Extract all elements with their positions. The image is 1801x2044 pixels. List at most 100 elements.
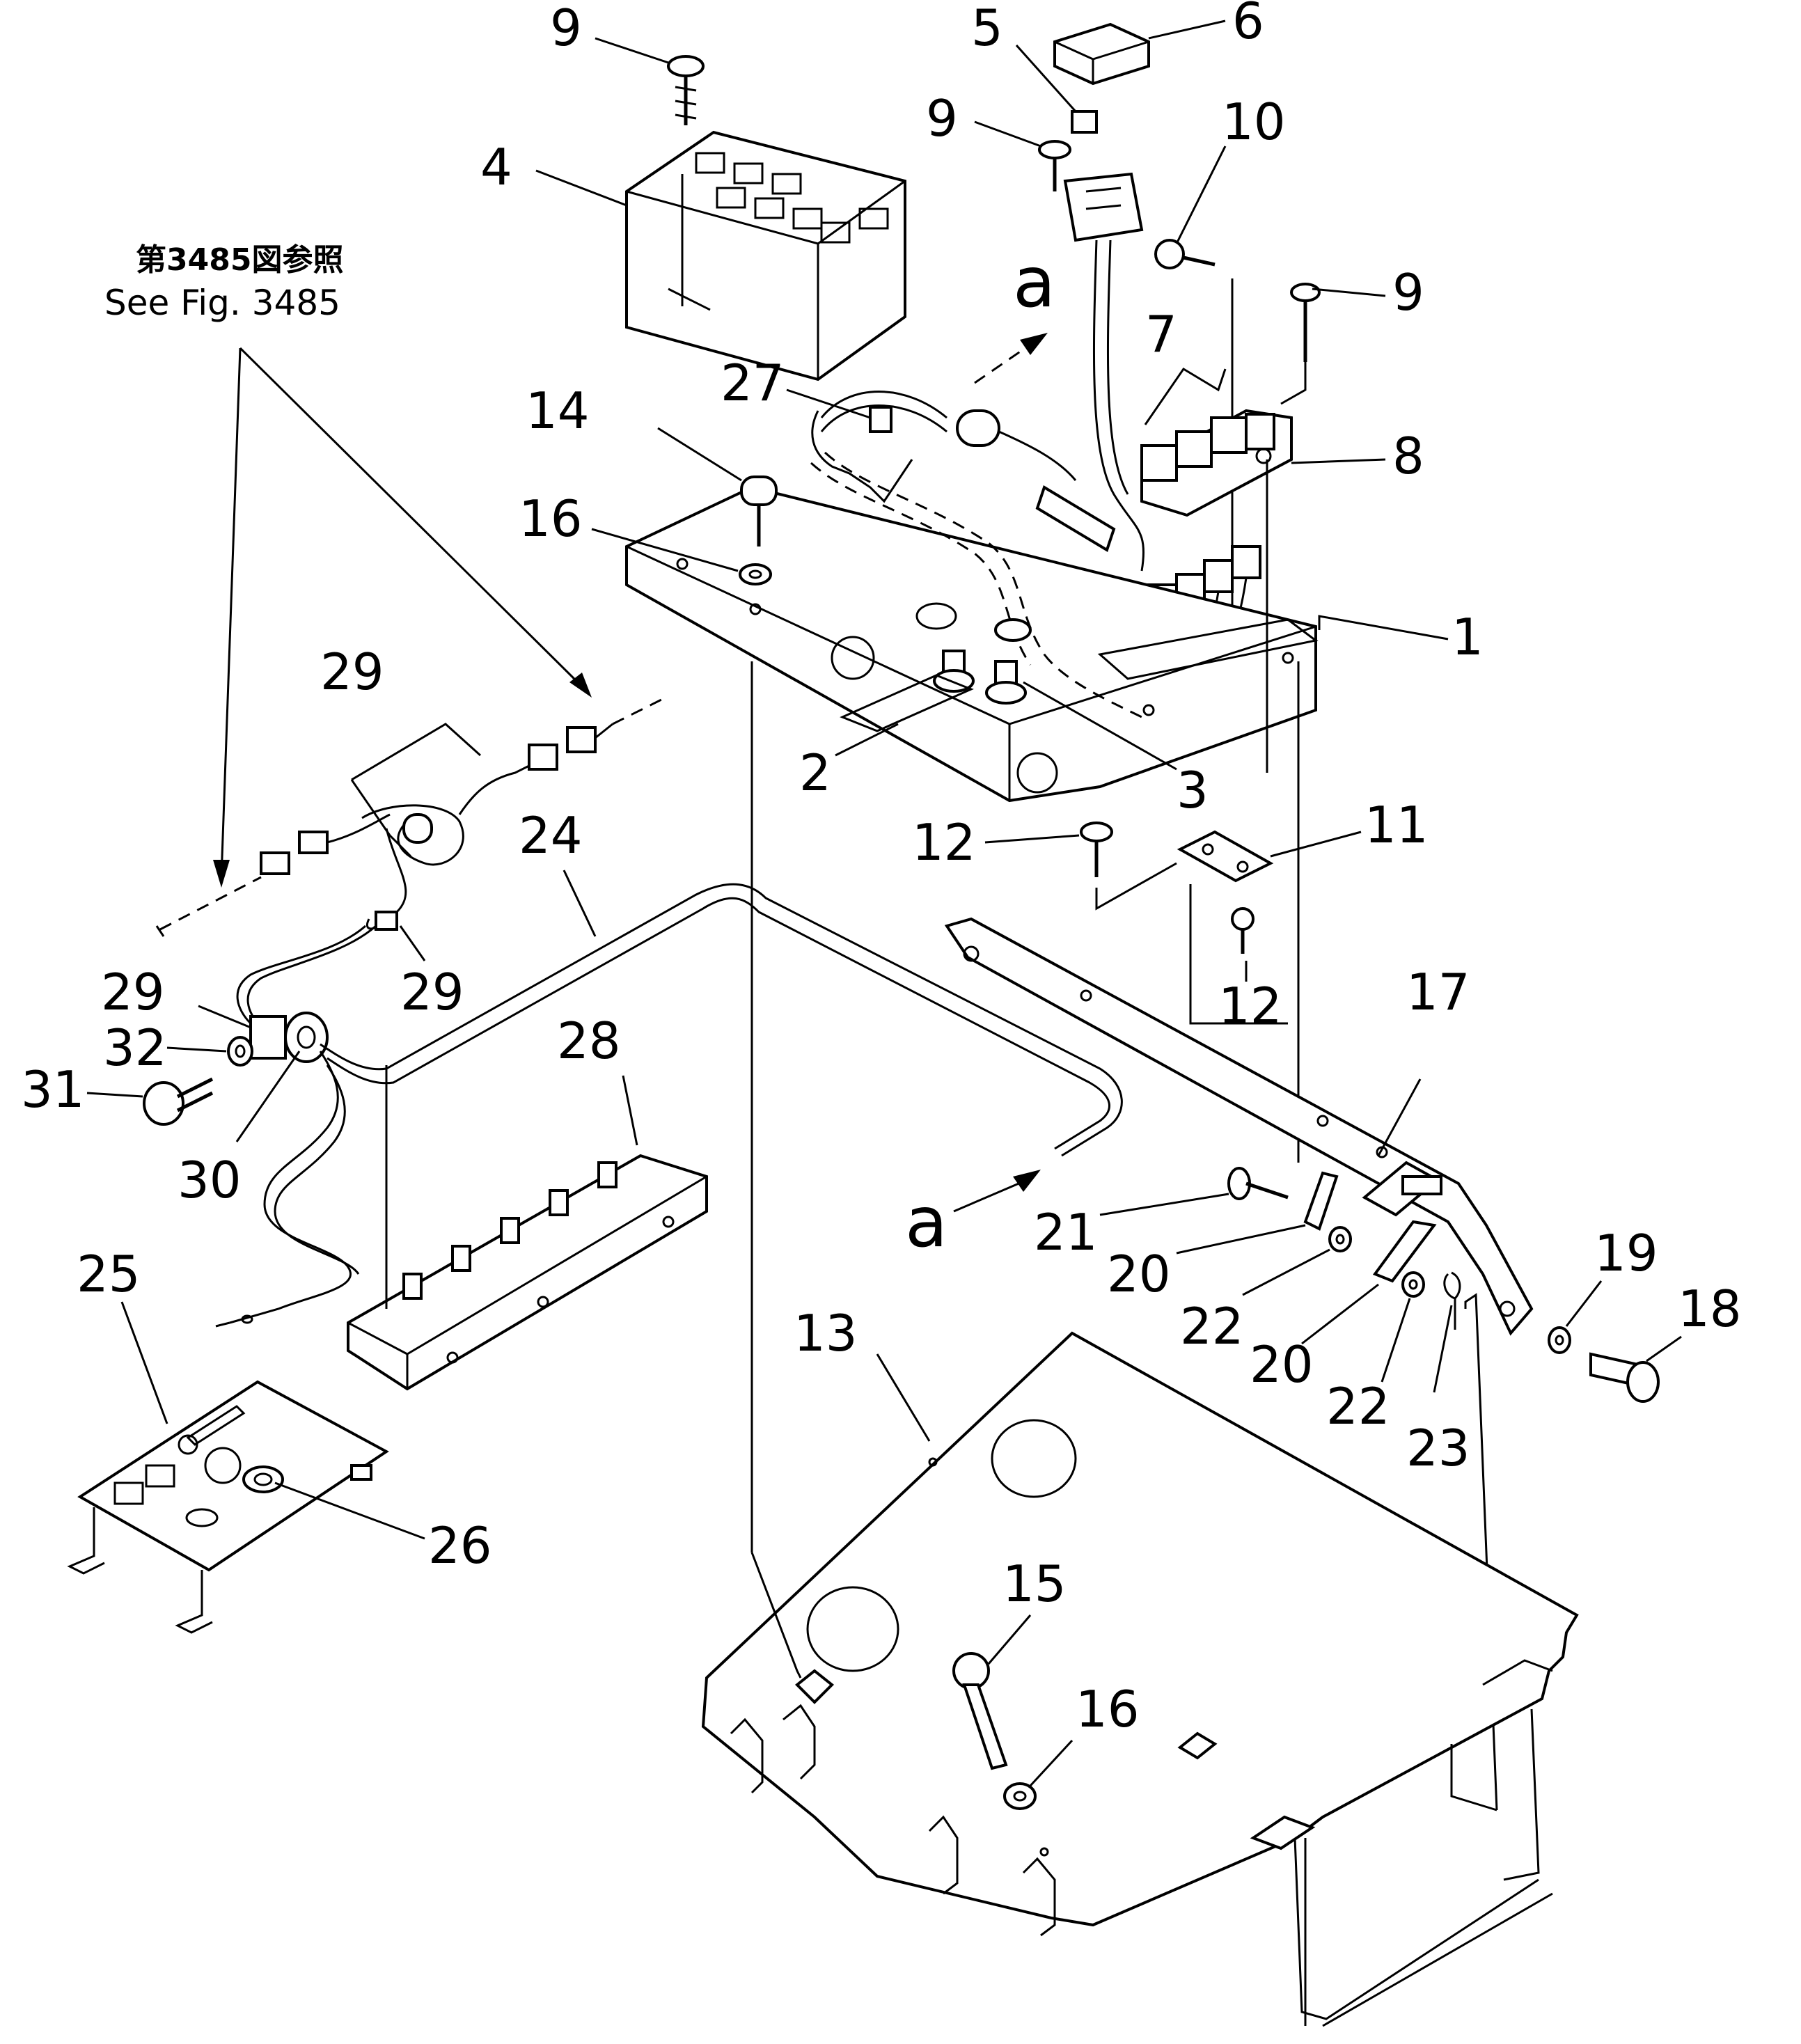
- callout-6: 6: [1232, 0, 1264, 50]
- leader-13: [876, 1353, 931, 1442]
- cover-part-6: [1053, 22, 1150, 86]
- callout-22-b: 22: [1326, 1377, 1390, 1436]
- leader-29-a2: [351, 723, 482, 781]
- callout-12-b: 12: [1218, 977, 1282, 1035]
- leader-15: [987, 1614, 1032, 1665]
- fuse-part-5: [1071, 110, 1098, 134]
- leader-11: [1270, 831, 1362, 858]
- callout-16-a: 16: [519, 489, 583, 548]
- callout-25: 25: [77, 1245, 141, 1303]
- washer-part-16-b: [1003, 1782, 1049, 1857]
- leader-22-b: [1381, 1298, 1411, 1383]
- switch-part-2: [840, 650, 975, 732]
- leader-30: [235, 1051, 301, 1142]
- wire-harness-part-27: [811, 391, 1116, 552]
- screw-part-12-a: [1080, 821, 1177, 911]
- leader-18: [1646, 1335, 1682, 1362]
- screw-part-9-c: [1280, 283, 1321, 405]
- bolt-part-31: [143, 1077, 214, 1126]
- screw-part-9-a: [667, 55, 705, 125]
- callout-15: 15: [1002, 1555, 1067, 1613]
- callout-31: 31: [21, 1060, 85, 1119]
- leader-20-a: [1176, 1224, 1306, 1255]
- leader-1: [1318, 615, 1449, 640]
- leader-29-a: [350, 779, 412, 858]
- guide-line-23: [1464, 1293, 1498, 1811]
- callout-5: 5: [971, 0, 1003, 57]
- callout-21: 21: [1034, 1203, 1098, 1261]
- callout-12-a: 12: [912, 813, 976, 872]
- leader-6: [1148, 19, 1226, 40]
- leader-17: [1377, 1078, 1422, 1156]
- reference-note-english: See Fig. 3485: [104, 283, 340, 323]
- grommet-part-30: [249, 1012, 329, 1063]
- connection-label-a-upper: a: [1013, 242, 1055, 323]
- leader-19: [1565, 1280, 1603, 1327]
- bolt-part-14: [740, 475, 778, 547]
- callout-30: 30: [178, 1151, 242, 1209]
- wire-harness-part-29: [155, 698, 662, 1028]
- callout-2: 2: [799, 744, 831, 802]
- clamp-bar-part-28: [347, 1154, 708, 1391]
- leader-32: [166, 1046, 227, 1053]
- plate-part-11: [1177, 830, 1274, 883]
- screw-part-9-b: [1038, 140, 1071, 191]
- leader-29-c: [198, 1005, 258, 1032]
- callout-20-b: 20: [1250, 1335, 1314, 1394]
- washer-part-19: [1548, 1326, 1571, 1354]
- leader-28: [622, 1075, 638, 1146]
- leader-4: [535, 169, 627, 207]
- leader-12-a: [984, 834, 1080, 844]
- reference-leader-lines: [213, 347, 592, 888]
- bracket-part-25: [67, 1380, 389, 1634]
- callout-19: 19: [1594, 1224, 1658, 1282]
- bolt-part-21: [1227, 1167, 1289, 1200]
- leader-31: [86, 1092, 143, 1098]
- mounting-bar-part-17: [944, 917, 1534, 1336]
- washer-part-22-a: [1328, 1226, 1352, 1252]
- callout-18: 18: [1678, 1280, 1742, 1338]
- callout-16-b: 16: [1076, 1680, 1140, 1738]
- leader-8: [1291, 458, 1386, 464]
- switch-part-3: [985, 618, 1032, 705]
- callout-9-b: 9: [926, 89, 958, 148]
- leader-29-b: [399, 925, 426, 961]
- leader-20-b: [1301, 1283, 1379, 1345]
- callout-3: 3: [1177, 761, 1209, 819]
- leader-3: [1023, 681, 1177, 771]
- leader-2: [835, 723, 899, 757]
- guide-line-13b: [750, 1552, 802, 1679]
- connection-label-a-lower: a: [905, 1181, 947, 1263]
- callout-29-b: 29: [400, 963, 464, 1021]
- callout-24: 24: [519, 806, 583, 865]
- leader-25: [120, 1301, 168, 1424]
- callout-29-c: 29: [101, 963, 165, 1021]
- connection-a-lower-leader: [953, 1179, 1028, 1213]
- callout-22-a: 22: [1180, 1297, 1244, 1355]
- pin-part-23: [1443, 1271, 1461, 1330]
- leader-7: [1144, 367, 1227, 425]
- leader-5: [1015, 44, 1077, 113]
- leader-9-c: [1312, 288, 1386, 297]
- leader-9-a: [595, 37, 669, 64]
- callout-7: 7: [1145, 305, 1177, 363]
- callout-32: 32: [103, 1019, 167, 1077]
- callout-20-a: 20: [1107, 1245, 1171, 1303]
- plate-part-20-b: [1372, 1220, 1437, 1283]
- bolt-part-15: [952, 1652, 1008, 1770]
- leader-27: [786, 388, 871, 419]
- callout-9-c: 9: [1392, 263, 1424, 322]
- callout-14: 14: [526, 382, 590, 440]
- callout-23: 23: [1406, 1419, 1470, 1477]
- connection-a-upper-dash: [974, 343, 1031, 384]
- leader-26: [274, 1481, 425, 1540]
- leader-21: [1099, 1193, 1229, 1216]
- reference-note-japanese: 第3485図参照: [136, 242, 343, 278]
- callout-1: 1: [1452, 608, 1484, 666]
- washer-part-22-b: [1401, 1271, 1425, 1298]
- frame-plate-part-13: [701, 1331, 1579, 2027]
- callout-11: 11: [1364, 796, 1429, 854]
- leader-16-b: [1029, 1739, 1073, 1787]
- relay-bracket-part-8: [1140, 409, 1293, 517]
